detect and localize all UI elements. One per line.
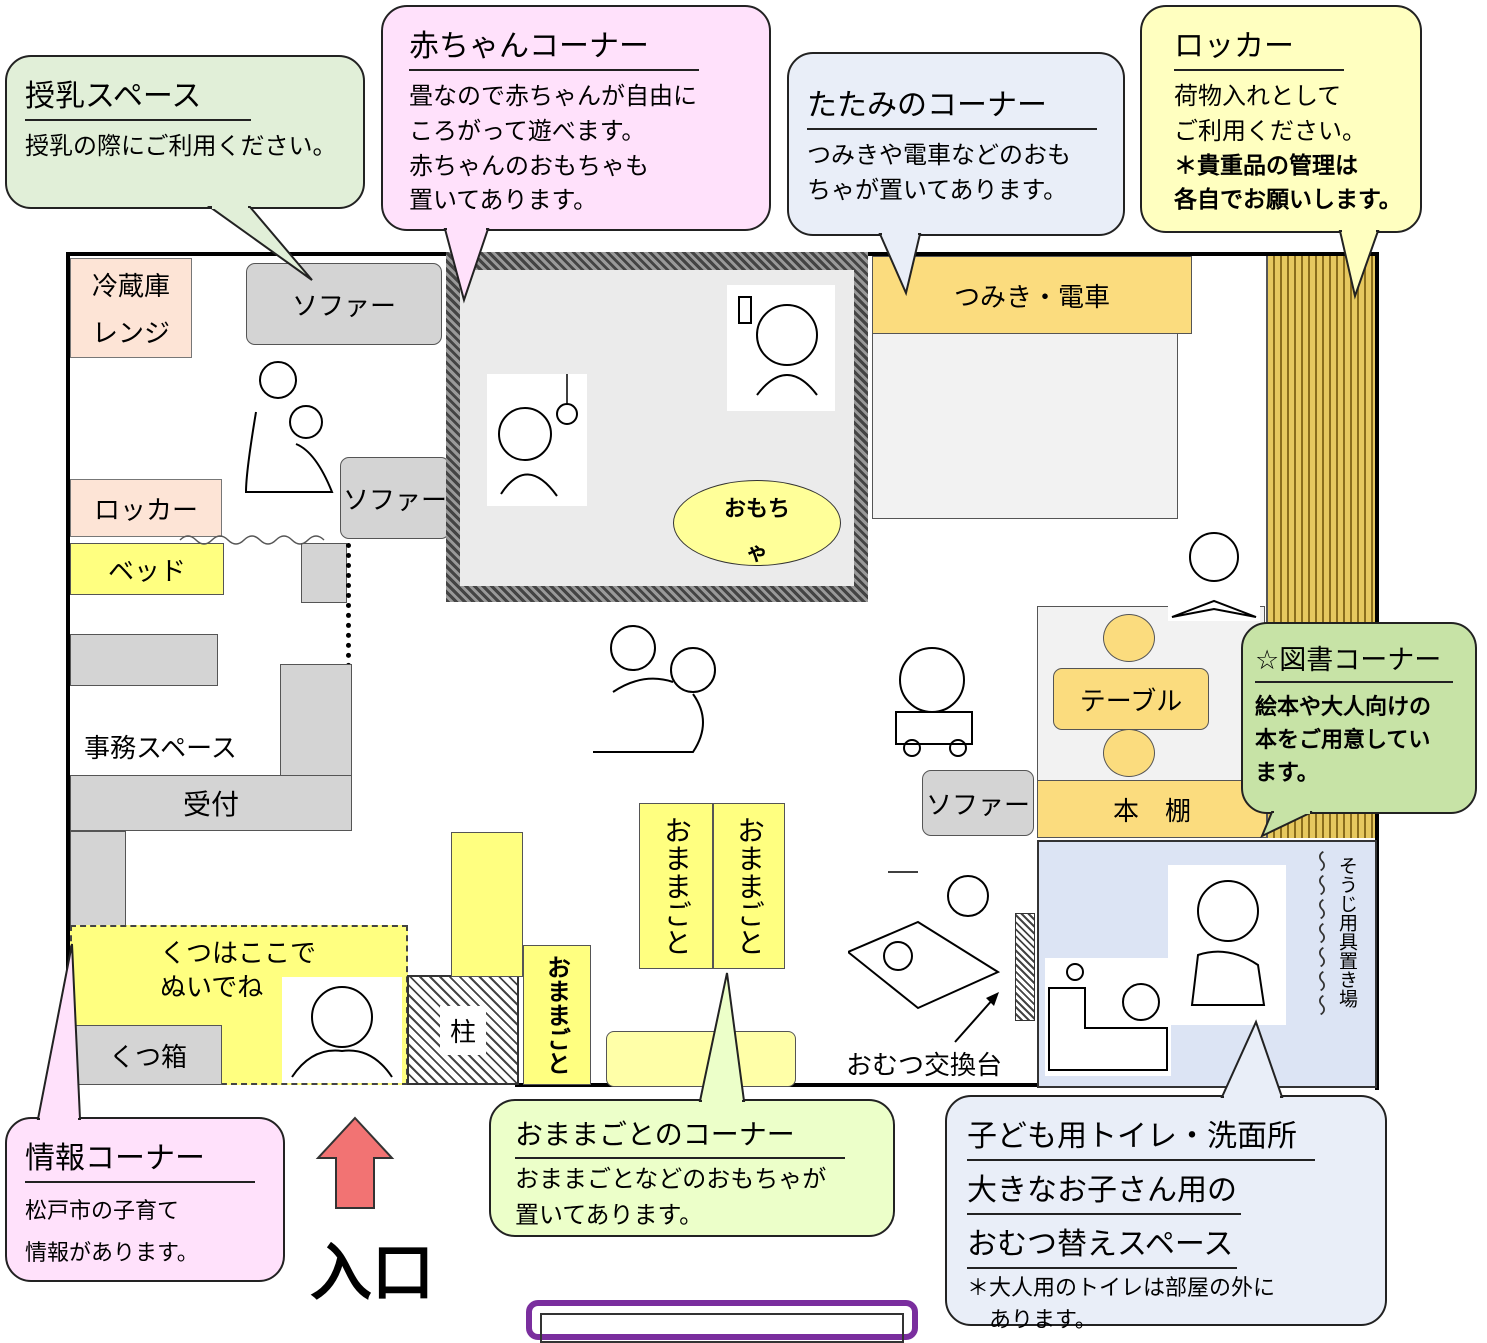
shoe-area-label: くつはここで ぬいでね [160, 939, 317, 1003]
cleaning-storage-label: そうじ用具置き場 [1336, 856, 1358, 1008]
omamagoto-label-1: おままごと [660, 816, 693, 956]
bookshelf: 本 棚 [1037, 780, 1267, 838]
blocks-trains-shelf: つみき・電車 [872, 256, 1192, 334]
callout-nursing-body: 授乳の際にご利用ください。 [25, 132, 337, 160]
office-label: 事務スペース [84, 734, 237, 764]
baby-with-rattle-figure [727, 285, 835, 411]
callout-omamagoto: おままごとのコーナー おままごとなどのおもちゃが 置いてあります。 [489, 1099, 895, 1237]
callout-baby-corner-body: 畳なので赤ちゃんが自由に ころがって遊べます。 赤ちゃんのおもちゃも 置いてあり… [409, 82, 697, 215]
shoe-box: くつ箱 [74, 1025, 222, 1085]
sofa-label: ソファー [342, 485, 447, 516]
callout-tatami-corner-body: つみきや電車などのおも ちゃが置いてあります。 [807, 141, 1071, 204]
callout-locker: ロッカー 荷物入れとして ご利用ください。 ＊貴重品の管理は 各自でお願いします… [1140, 5, 1422, 233]
callout-library-body: 絵本や大人向けの 本をご用意してい ます。 [1255, 695, 1432, 786]
library-table: テーブル [1053, 668, 1209, 730]
mother-changing-diaper-figure [846, 862, 1024, 1012]
locker-left: ロッカー [70, 479, 222, 537]
bookshelf-label: 本 棚 [1112, 796, 1191, 827]
callout-baby-corner-title: 赤ちゃんコーナー [409, 21, 699, 71]
callout-tatami-corner-title: たたみのコーナー [807, 80, 1097, 130]
callout-info-title: 情報コーナー [25, 1133, 255, 1183]
callout-nursing: 授乳スペース 授乳の際にご利用ください。 [5, 55, 365, 209]
locker-label: ロッカー [93, 495, 198, 526]
blocks-trains-label: つみき・電車 [953, 282, 1110, 313]
entrance-label: 入口 [310, 1236, 435, 1309]
child-on-potty-figure [1168, 865, 1286, 1025]
callout-nursing-title: 授乳スペース [25, 71, 252, 121]
sink-with-bird-figure [1045, 958, 1171, 1076]
toys-label: おもち ゃ [723, 497, 790, 566]
stool-top [1103, 614, 1155, 662]
callout-locker-note: ＊貴重品の管理は 各自でお願いします。 [1174, 152, 1402, 214]
omamagoto-shelf-tall [451, 832, 523, 977]
sofa-top: ソファー [246, 263, 442, 345]
sofa-label: ソファー [925, 790, 1030, 821]
room-wall-left [66, 252, 70, 1088]
fridge-label: 冷蔵庫 [91, 272, 170, 302]
callout-locker-title: ロッカー [1174, 21, 1344, 71]
fridge-range: 冷蔵庫 レンジ [70, 258, 192, 358]
toy-box-oval: おもち ゃ [673, 480, 841, 566]
callout-toilet-note: ＊大人用のトイレは部屋の外に あります。 [967, 1276, 1276, 1333]
tatami-mat [872, 333, 1178, 519]
office-desk-vertical [280, 664, 352, 776]
diaper-table-label: おむつ交換台 [846, 1051, 1003, 1081]
callout-info: 情報コーナー 松戸市の子育て 情報があります。 [5, 1117, 285, 1282]
omamagoto-shelf-1: おままごと [639, 803, 713, 969]
office-dotted-partition [346, 543, 351, 668]
sofa-nursing: ソファー [340, 457, 450, 539]
range-label: レンジ [91, 319, 170, 349]
shoe-box-label: くつ箱 [108, 1042, 187, 1073]
diaper-table [1015, 913, 1035, 1021]
entrance-arrow [315, 1116, 395, 1209]
sofa-label: ソファー [291, 291, 396, 322]
omamagoto-shelf-2: おままごと [713, 803, 785, 969]
bed: ベッド [70, 543, 224, 595]
callout-omamagoto-title: おままごとのコーナー [515, 1113, 845, 1159]
callout-toilet: 子ども用トイレ・洗面所 大きなお子さん用の おむつ替えスペース ＊大人用のトイレ… [945, 1095, 1387, 1333]
bed-label: ベッド [107, 556, 186, 587]
sofa-right: ソファー [922, 770, 1034, 836]
callout-omamagoto-body: おままごとなどのおもちゃが 置いてあります。 [515, 1165, 827, 1229]
child-taking-off-shoes-figure [282, 977, 402, 1083]
pillar-label: 柱 [439, 1005, 486, 1055]
stool-bottom [1103, 729, 1155, 777]
reception-desk: 受付 [70, 775, 352, 831]
office-desk [70, 634, 218, 686]
callout-locker-body: 荷物入れとして ご利用ください。 [1174, 82, 1366, 145]
cleaning-storage-curtain: 〜〜〜〜〜〜〜 [1307, 850, 1332, 1018]
baby-in-cart-figure [882, 636, 980, 758]
callout-toilet-title-1: 子ども用トイレ・洗面所 [967, 1111, 1315, 1161]
parent-lifting-child-figure [573, 612, 739, 764]
nursing-mother-figure [236, 352, 340, 498]
callout-tatami-corner: たたみのコーナー つみきや電車などのおも ちゃが置いてあります。 [787, 52, 1125, 236]
callout-library: ☆図書コーナー 絵本や大人向けの 本をご用意してい ます。 [1241, 622, 1477, 814]
office-block-small [301, 543, 347, 603]
callout-info-body: 松戸市の子育て 情報があります。 [25, 1199, 199, 1266]
child-reading-figure [1168, 523, 1260, 621]
baby-with-teddy-figure [487, 374, 587, 506]
omamagoto-bottom-shelf [606, 1031, 796, 1087]
reception-label: 受付 [182, 788, 239, 821]
callout-toilet-title-2: 大きなお子さん用の [967, 1165, 1241, 1215]
omamagoto-label-2: おままごと [733, 816, 766, 956]
pillar: 柱 [407, 975, 519, 1085]
callout-library-title: ☆図書コーナー [1255, 638, 1454, 683]
omamagoto-shelf-small: おままごと [523, 945, 591, 1085]
callout-baby-corner: 赤ちゃんコーナー 畳なので赤ちゃんが自由に ころがって遊べます。 赤ちゃんのおも… [381, 5, 771, 231]
omamagoto-label-small: おままごと [542, 955, 571, 1075]
callout-toilet-title-3: おむつ替えスペース [967, 1219, 1238, 1269]
table-label: テーブル [1079, 686, 1183, 717]
notice-box-inner [540, 1313, 904, 1343]
